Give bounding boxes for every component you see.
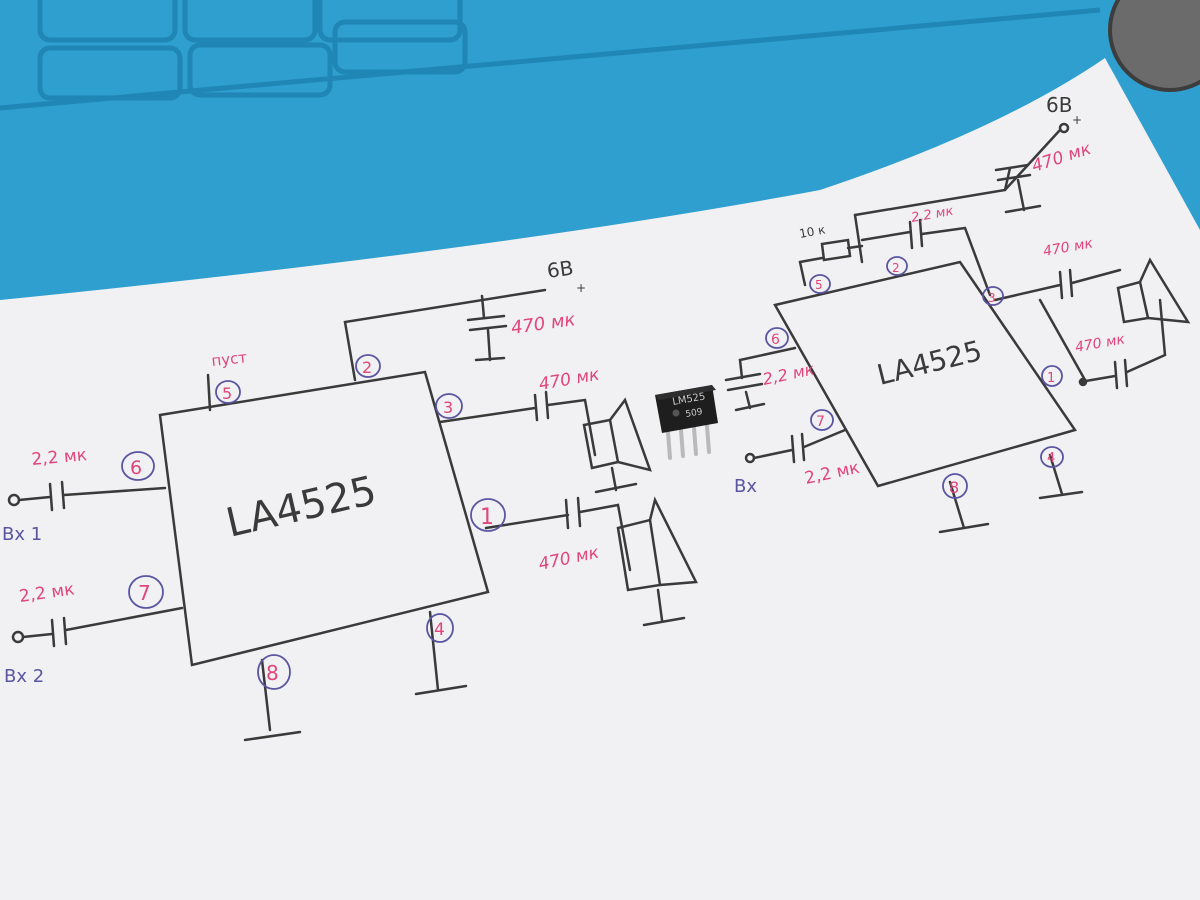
right-pin-7: 7 xyxy=(816,414,825,430)
right-pin-8: 8 xyxy=(949,478,959,497)
right-ic-body xyxy=(773,260,1078,488)
paper-sheet xyxy=(0,58,1200,900)
left-pin-4: 4 xyxy=(434,620,445,640)
right-cap-feedback-label: 2,2 мк xyxy=(910,204,955,226)
right-pin-2: 2 xyxy=(892,261,900,275)
right-input-label: Вх xyxy=(734,476,757,497)
right-power-plus: + xyxy=(1072,113,1082,127)
left-nc-label: пуст xyxy=(211,348,249,370)
right-pin-1: 1 xyxy=(1047,371,1055,386)
left-pin-2: 2 xyxy=(362,358,372,377)
right-pin-3: 3 xyxy=(988,291,996,305)
left-circuit xyxy=(7,288,698,742)
right-power-label: 6B xyxy=(1046,93,1072,117)
left-pin-8: 8 xyxy=(266,661,279,685)
ic-package xyxy=(655,385,718,460)
left-pin-7: 7 xyxy=(138,581,151,605)
left-input-1-label: Вх 1 xyxy=(2,524,42,545)
right-resistor-label: 10 к xyxy=(798,223,826,241)
left-ic-body xyxy=(158,370,490,667)
ic-marking-line2: 509 xyxy=(685,407,704,420)
left-cap-in-1-label: 2,2 мк xyxy=(31,445,88,470)
left-pin-1: 1 xyxy=(480,505,494,530)
right-circuit xyxy=(724,122,1191,534)
left-pin-6: 6 xyxy=(130,457,142,479)
left-pin-5: 5 xyxy=(222,384,232,403)
left-input-2-label: Вх 2 xyxy=(4,666,44,687)
right-pin-circles xyxy=(765,256,1064,499)
right-pin-6: 6 xyxy=(771,332,780,348)
left-pin-3: 3 xyxy=(443,398,453,417)
metal-disc xyxy=(1108,0,1200,92)
left-power-plus: + xyxy=(576,281,586,295)
mat-compartments xyxy=(0,0,1101,111)
right-pin-4: 4 xyxy=(1047,451,1055,466)
left-power-label: 6B xyxy=(545,256,575,283)
left-pin-circles xyxy=(121,354,506,690)
right-pin-5: 5 xyxy=(815,278,823,292)
